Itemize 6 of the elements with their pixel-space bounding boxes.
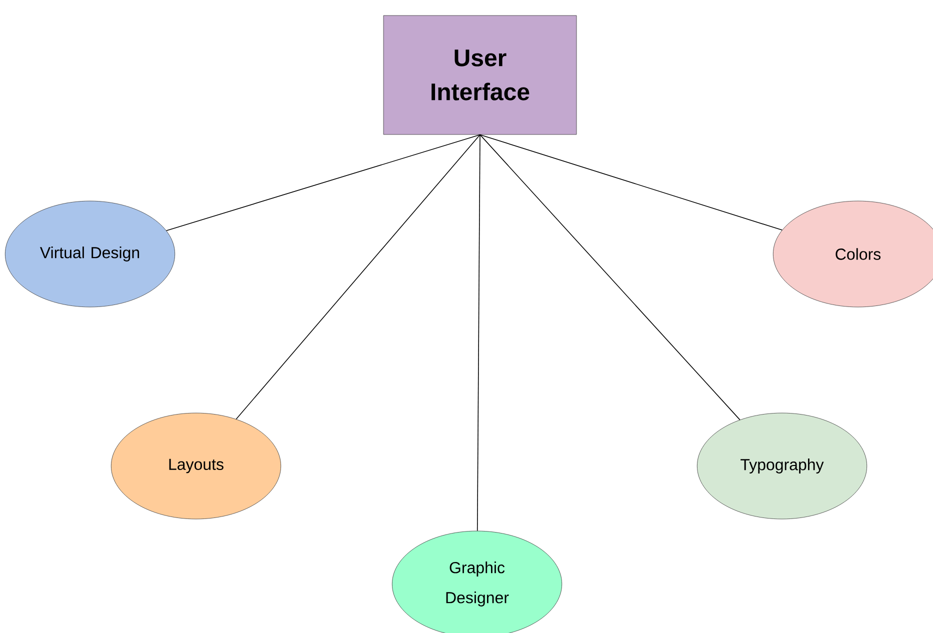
connector-line bbox=[480, 134, 740, 420]
connector-line bbox=[166, 134, 480, 232]
connector-line bbox=[480, 134, 782, 230]
title-box: User Interface bbox=[383, 15, 577, 135]
connector-line bbox=[476, 134, 480, 532]
connector-line bbox=[236, 134, 480, 420]
